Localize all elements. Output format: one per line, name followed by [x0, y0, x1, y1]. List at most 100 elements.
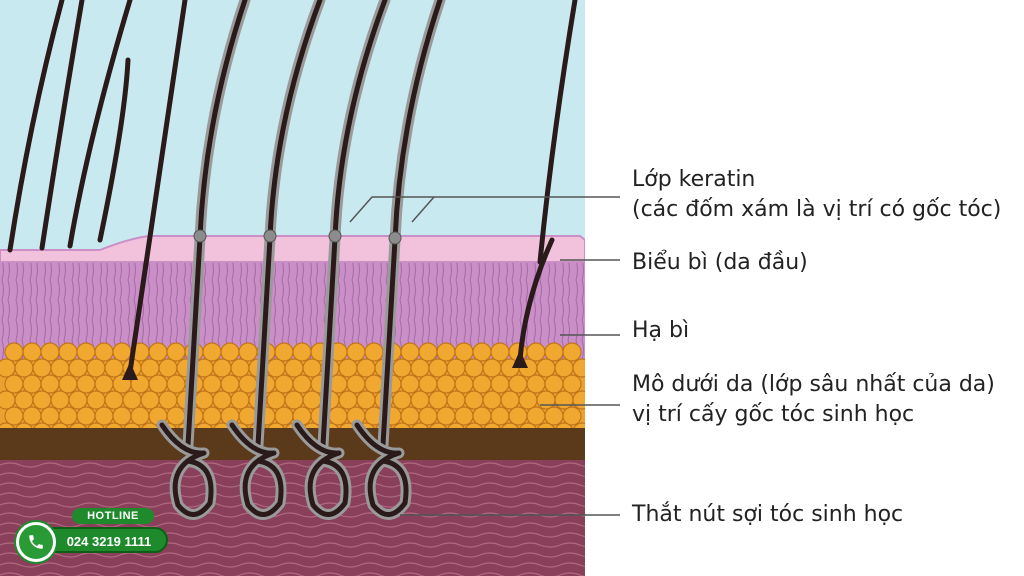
deep-band: [0, 428, 585, 462]
fat-cell: [500, 390, 520, 410]
hair-strands: [7, 0, 578, 520]
fat-cell: [464, 390, 484, 410]
fat-cell: [302, 390, 322, 410]
fat-cell: [68, 358, 88, 378]
fat-cell: [284, 390, 304, 410]
fat-cell: [508, 406, 528, 426]
fat-cell: [22, 406, 42, 426]
fat-cell: [544, 406, 564, 426]
fat-cell: [112, 406, 132, 426]
fat-cell: [428, 390, 448, 410]
fat-cell: [536, 358, 556, 378]
natural-hair: [39, 0, 85, 251]
fat-cell: [446, 390, 466, 410]
label-epidermis: Biểu bì (da đầu): [632, 250, 808, 275]
fat-cell: [554, 390, 574, 410]
fat-cell: [22, 342, 42, 362]
fat-cell: [158, 358, 178, 378]
fat-cell: [436, 406, 456, 426]
fat-cell: [148, 342, 168, 362]
fat-cell: [194, 390, 214, 410]
fat-cell: [166, 374, 186, 394]
fat-cell: [86, 358, 106, 378]
fat-cell: [76, 342, 96, 362]
fat-cell: [274, 342, 294, 362]
fat-cell: [454, 342, 474, 362]
fat-cell: [356, 358, 376, 378]
label-implant-position: vị trí cấy gốc tóc sinh học: [632, 402, 915, 427]
phone-icon[interactable]: [16, 522, 56, 562]
natural-hair: [97, 57, 131, 243]
fat-cell: [490, 406, 510, 426]
keratin-dot: [263, 229, 277, 243]
hair-knot: [229, 422, 284, 517]
fat-cell: [86, 390, 106, 410]
label-keratin-note: (các đốm xám là vị trí có gốc tóc): [632, 197, 1002, 222]
fat-cell: [284, 358, 304, 378]
fat-cell: [14, 358, 34, 378]
fat-cell: [292, 342, 312, 362]
hotline-title: HOTLINE: [72, 508, 154, 524]
keratin-dot: [193, 229, 207, 243]
natural-hair: [537, 0, 578, 265]
natural-hair: [127, 0, 188, 375]
fat-cell: [148, 374, 168, 394]
hair-root-bulb: [122, 362, 138, 380]
hotline-number[interactable]: 024 3219 1111: [40, 527, 168, 553]
hair-knot: [354, 422, 409, 517]
fat-cell: [346, 342, 366, 362]
fat-cell: [230, 390, 250, 410]
fat-cell: [266, 390, 286, 410]
natural-hair: [67, 0, 133, 249]
fat-cell: [400, 374, 420, 394]
fat-cell: [104, 358, 124, 378]
fat-cell: [104, 390, 124, 410]
fat-cell: [472, 374, 492, 394]
fat-cell: [94, 374, 114, 394]
fat-cell: [50, 358, 70, 378]
fat-cell: [436, 342, 456, 362]
fat-cell: [482, 390, 502, 410]
fat-cell: [338, 358, 358, 378]
fat-cell: [76, 374, 96, 394]
fat-cell: [4, 374, 24, 394]
fat-cell: [472, 342, 492, 362]
fat-cell: [328, 406, 348, 426]
fat-cell: [338, 390, 358, 410]
fat-cell: [274, 374, 294, 394]
fat-cell: [122, 390, 142, 410]
fat-cell: [140, 358, 160, 378]
hotline-badge[interactable]: HOTLINE 024 3219 1111: [16, 508, 172, 562]
fat-cell: [446, 358, 466, 378]
fat-cell: [40, 406, 60, 426]
fat-cell: [76, 406, 96, 426]
fat-cell: [346, 374, 366, 394]
fat-cell: [274, 406, 294, 426]
fat-cell: [392, 390, 412, 410]
label-subcutaneous-title: Mô dưới da (lớp sâu nhất của da): [632, 372, 995, 397]
fat-cell: [112, 342, 132, 362]
hair-knot: [159, 422, 214, 517]
implanted-hair: [380, 0, 443, 448]
fat-cell: [202, 374, 222, 394]
fat-cell: [58, 342, 78, 362]
fat-cell: [364, 342, 384, 362]
label-subcutaneous: Mô dưới da (lớp sâu nhất của da) vị trí …: [632, 370, 995, 430]
label-hair-knot: Thắt nút sợi tóc sinh học: [632, 502, 904, 527]
fat-cell: [418, 342, 438, 362]
fat-cell: [302, 358, 322, 378]
fat-cell: [94, 406, 114, 426]
fat-cell: [436, 374, 456, 394]
fat-cell: [0, 358, 16, 378]
natural-hair: [517, 237, 555, 363]
fat-cell: [490, 342, 510, 362]
label-keratin-layer: Lớp keratin (các đốm xám là vị trí có gố…: [632, 165, 1001, 225]
fat-cell: [428, 358, 448, 378]
fat-cell: [4, 406, 24, 426]
fat-cell: [392, 358, 412, 378]
fat-cell: [472, 406, 492, 426]
fat-cell: [220, 342, 240, 362]
fat-cell: [400, 406, 420, 426]
fat-cell: [526, 406, 546, 426]
